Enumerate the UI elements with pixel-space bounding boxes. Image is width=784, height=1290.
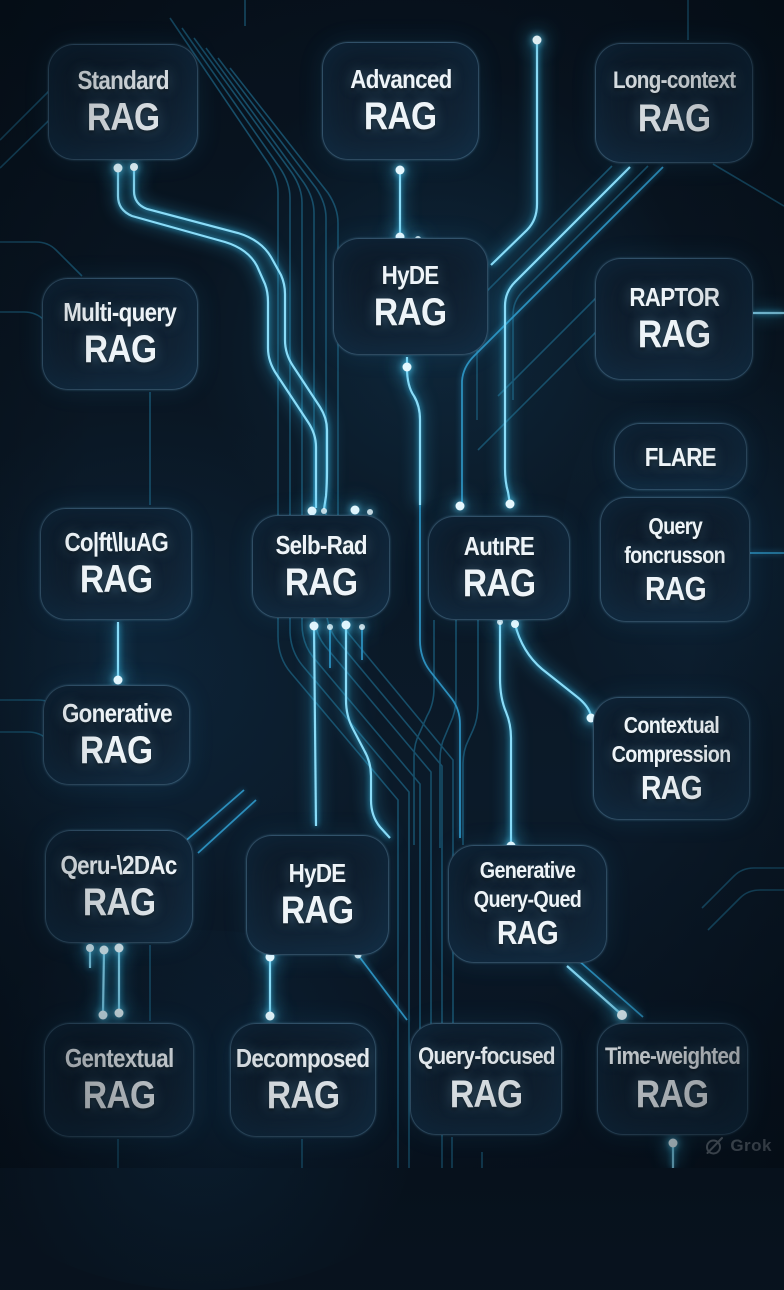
node-label-line: RAG: [637, 97, 711, 140]
node-label-line: RAG: [80, 729, 153, 772]
node-label-line: Long-context: [612, 67, 736, 94]
node-label-line: Query-focused: [417, 1043, 555, 1070]
node-label-line: RAG: [640, 768, 703, 806]
node-label-line: RAG: [462, 562, 536, 605]
node-label-line: Time-weighted: [604, 1043, 741, 1070]
node-label-line: RAG: [496, 914, 559, 951]
node-label-line: RAG: [449, 1073, 523, 1116]
node-label-line: Selb-Rad: [275, 529, 367, 560]
node-label-line: RAG: [86, 96, 160, 139]
node-label-line: Gentextual: [64, 1043, 174, 1073]
node-label-line: RAPTOR: [629, 282, 720, 312]
node-label-line: RAG: [82, 880, 156, 924]
node-label-line: RAG: [79, 558, 153, 601]
node-label-line: Qeru-\2DAc: [60, 849, 178, 880]
node-label-line: RAG: [281, 889, 354, 932]
node-label-line: Generative: [479, 857, 576, 883]
node-label-line: Standard: [77, 65, 169, 95]
node-label-line: Advanced: [349, 64, 452, 94]
node-label-line: HyDE: [382, 259, 440, 290]
node-label-line: RAG: [374, 290, 447, 334]
rag-node-flare: FLARE: [614, 423, 747, 490]
node-label-line: HyDE: [289, 858, 347, 888]
grok-watermark-label: Grok: [730, 1136, 772, 1155]
grok-watermark: Grok: [704, 1136, 772, 1156]
node-label-line: Multi-query: [63, 297, 178, 327]
node-label-line: Query: [648, 512, 702, 539]
node-label-line: Compression: [612, 740, 732, 767]
node-label-line: RAG: [364, 95, 437, 138]
node-label-line: RAG: [284, 560, 358, 604]
node-label-line: RAG: [637, 313, 711, 356]
node-label-line: AutıRE: [463, 531, 535, 561]
node-label-line: RAG: [644, 569, 706, 607]
grok-logo-icon: [706, 1137, 724, 1155]
node-label-line: RAG: [636, 1073, 709, 1116]
node-label-line: Co|ft\luAG: [64, 527, 168, 557]
node-label-line: FLARE: [644, 441, 717, 472]
node-label-line: Query-Qued: [473, 886, 582, 912]
node-label-line: RAG: [83, 328, 157, 371]
node-label-line: foncrusson: [624, 541, 727, 568]
node-label-line: RAG: [82, 1074, 156, 1117]
node-label-line: Decomposed: [236, 1043, 370, 1073]
node-label-line: RAG: [266, 1074, 340, 1117]
node-label-line: Gonerative: [61, 698, 173, 728]
node-label-line: Contextual: [623, 711, 720, 738]
